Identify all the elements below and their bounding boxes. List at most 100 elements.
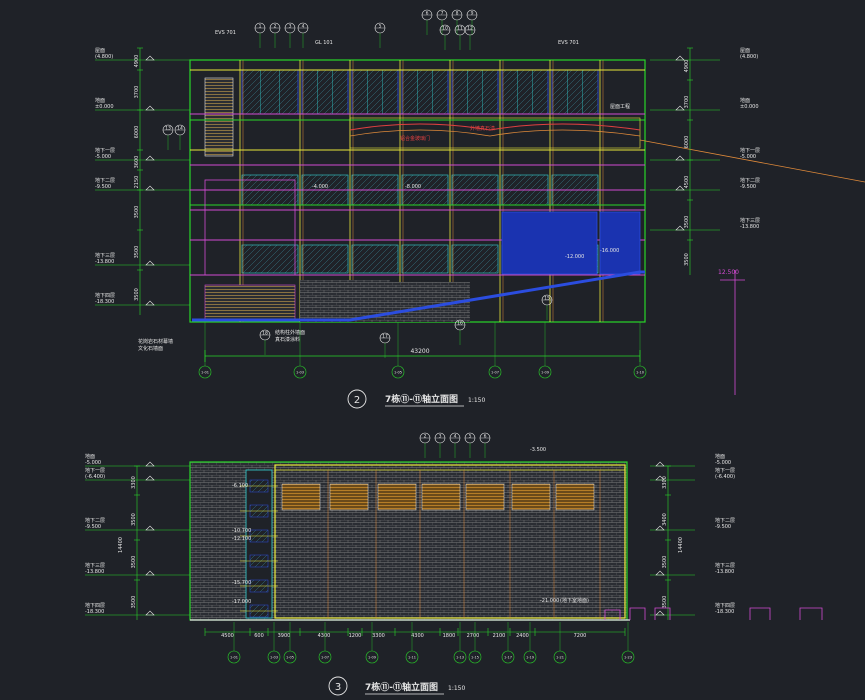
bottom-notes: -3.500-6.100-10.700-12.100-15.700-17.000… (232, 447, 589, 605)
glazing-bay (241, 69, 299, 115)
glazing-bay (501, 69, 549, 115)
glazing-bay (301, 69, 349, 115)
section-bubble-number: 12 (467, 26, 473, 32)
note-text: 文化石墙面 (138, 345, 163, 352)
axis-bubble (633, 365, 647, 379)
level-name: 地下一层 (715, 467, 735, 474)
section-bubble-number: 11 (457, 26, 463, 32)
level-name: 地面 (740, 97, 750, 104)
dim-text: 2150 (134, 176, 140, 189)
level-elev: -5.000 (95, 154, 111, 160)
louver-panel (281, 483, 321, 511)
dim-text: 3500 (134, 288, 140, 301)
section-bubble-number: 5 (469, 434, 472, 440)
axis-label: 1-05 (394, 371, 402, 375)
axis-bubble (267, 650, 281, 664)
top-overall-dimension: 43200 (204, 348, 641, 362)
level-elev: -5.000 (740, 154, 756, 160)
axis-label: 1-07 (491, 371, 499, 375)
level-triangle (655, 525, 665, 531)
glazing-bay (401, 69, 449, 115)
blue-panel (501, 211, 598, 275)
level-triangle (655, 610, 665, 616)
bottom-left-level-column: 地面-5.000地下一层(-6.400)地下二层-9.500地下三层-13.80… (85, 453, 190, 620)
bottom-caption: 3 7栋⑪-⑪轴立面图 1:150 (328, 676, 465, 696)
level-triangle (675, 105, 685, 111)
section-bubble-number: 7 (441, 11, 444, 17)
level-name: 地下二层 (85, 517, 105, 524)
top-overall-dim-text: 43200 (410, 348, 429, 355)
dim-text: 7200 (574, 633, 587, 639)
level-elev: -13.800 (95, 259, 114, 265)
dim-text: 6000 (134, 126, 140, 139)
level-elev: (-6.400) (85, 474, 105, 480)
axis-label: 1-03 (296, 371, 304, 375)
axis-bubble (283, 650, 297, 664)
section-bubble-number: 17 (382, 334, 388, 340)
dim-text: 1200 (349, 633, 362, 639)
louver-panel (555, 483, 595, 511)
note-text: -21.000 (540, 598, 559, 604)
blue-panel (599, 211, 641, 275)
level-elev: -13.800 (715, 569, 734, 575)
section-bubble-number: 15 (544, 296, 550, 302)
axis-bubble (391, 365, 405, 379)
dim-text: 3500 (684, 216, 690, 229)
axis-bubble (198, 365, 212, 379)
level-triangle (145, 260, 155, 266)
dim-text: 4300 (318, 633, 331, 639)
section-bubble-number: 2 (274, 24, 277, 30)
glazing-bay (301, 244, 349, 274)
magenta-label: 12.500 (718, 269, 739, 276)
axis-label: 1-01 (230, 656, 238, 660)
level-name: 地下四层 (95, 292, 115, 299)
level-triangle (675, 55, 685, 61)
section-bubble-number: 4 (454, 434, 457, 440)
section-bubble-number: 13 (165, 126, 171, 132)
level-triangle (675, 185, 685, 191)
note-text: 铝合金玻璃门 (400, 135, 430, 142)
level-triangle (675, 225, 685, 231)
dim-text: 600 (254, 633, 264, 639)
bottom-building-body (189, 461, 630, 621)
left-total-dim: 14400 (118, 537, 124, 553)
top-building-body (189, 59, 865, 323)
level-elev: -18.300 (85, 609, 104, 615)
axis-bubble (318, 650, 332, 664)
note-text: 真石漆涂料 (275, 336, 300, 343)
level-triangle (655, 461, 665, 467)
axis-label: 1-05 (286, 656, 294, 660)
dim-text: 4500 (221, 633, 234, 639)
note-text: -10.700 (232, 528, 251, 534)
axis-bubble (227, 650, 241, 664)
section-bubble-number: 4 (302, 24, 305, 30)
top-caption-title: 7栋⑪-⑪轴立面图 (385, 393, 458, 405)
level-triangle (145, 610, 155, 616)
glazing-bay (451, 244, 499, 274)
glazing-bay (451, 69, 499, 115)
level-name: 屋面 (740, 48, 750, 54)
axis-bubble (621, 650, 635, 664)
section-bubble-number: 1 (259, 24, 262, 30)
level-name: 地下四层 (715, 602, 735, 609)
top-caption-scale: 1:150 (468, 397, 485, 404)
level-elev: -5.000 (85, 460, 101, 466)
level-elev: -18.300 (715, 609, 734, 615)
level-triangle (145, 525, 155, 531)
axis-label: 1-01 (201, 371, 209, 375)
right-total-dim: 14400 (678, 537, 684, 553)
louver-panel (511, 483, 551, 511)
dim-text: 3600 (134, 156, 140, 169)
note-text: (地下室地面) (560, 597, 589, 604)
level-name: 地下二层 (715, 517, 735, 524)
level-elev: (4.800) (95, 54, 113, 60)
dim-text: 3700 (684, 96, 690, 109)
level-name: 地下二层 (740, 177, 760, 184)
level-triangle (145, 300, 155, 306)
note-text: -8.000 (405, 184, 421, 190)
louver-panel (421, 483, 461, 511)
dim-text: 1800 (443, 633, 456, 639)
